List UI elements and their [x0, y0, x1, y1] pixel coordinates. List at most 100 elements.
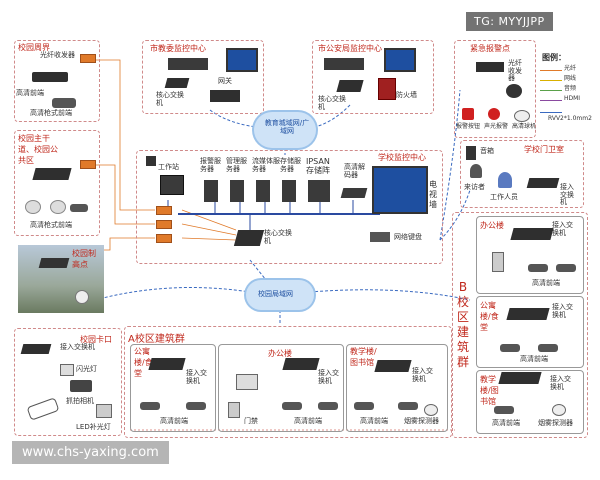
bullet-camera-icon	[70, 204, 88, 212]
emergency-box	[454, 40, 536, 138]
capture-cam-icon	[70, 380, 92, 392]
b-apt-cam-1	[500, 344, 520, 352]
stream-server-icon	[256, 180, 270, 202]
led-icon	[96, 404, 112, 418]
video-wall-icon	[372, 166, 428, 214]
speaker-icon	[146, 156, 156, 166]
alarm-server-icon	[204, 180, 218, 202]
b-teach-switch	[498, 372, 542, 384]
storage-server-label: 存储服务器	[280, 157, 301, 173]
flash-icon	[60, 364, 74, 376]
b-apt-switch	[506, 308, 550, 320]
a-teach-title: 教学楼/图书馆	[350, 347, 377, 367]
a-office-switch	[282, 358, 320, 370]
b-door-icon	[492, 252, 504, 272]
firewall-icon	[378, 78, 396, 100]
legend-line-audio	[540, 90, 562, 91]
b-office-cam-label: 高清前端	[532, 279, 560, 287]
staff-icon	[498, 172, 512, 188]
keyboard-icon	[370, 232, 390, 242]
school-center-box	[136, 150, 443, 264]
gateway-label: 网关	[218, 77, 232, 85]
firewall-label: 防火墙	[396, 91, 417, 99]
high-point-photo	[18, 245, 104, 313]
main-road-box	[14, 130, 100, 236]
flash-label: 闪光灯	[76, 365, 97, 373]
gate-sw-label: 接入交换机	[560, 183, 574, 207]
b-apt-box	[476, 296, 584, 368]
decoder-icon	[340, 188, 368, 198]
edu-servers-icon	[168, 58, 208, 70]
center-fiber-3	[156, 234, 172, 243]
a-apt-title: 公寓楼/食堂	[134, 347, 153, 378]
legend-hdmi: HDMI	[564, 95, 581, 102]
gate-sw-icon	[526, 178, 560, 188]
a-apt-switch	[148, 358, 186, 370]
fiber-box-label: 光纤收发器	[40, 51, 75, 59]
legend-line-rvv	[540, 112, 562, 113]
workstation-label: 工作站	[158, 163, 179, 171]
camera-icon	[52, 98, 76, 108]
a-smoke-icon	[424, 404, 438, 416]
decoder-label: 高清解码器	[344, 163, 365, 179]
b-cam-2	[556, 264, 576, 272]
ipsan-label: IPSAN存储阵	[306, 157, 330, 175]
edu-bureau-box	[142, 40, 264, 114]
a-office-title: 办公楼	[268, 349, 292, 358]
fiber-transceiver-icon	[32, 72, 68, 82]
a-office-box	[218, 344, 344, 432]
led-label: LED补光灯	[76, 423, 111, 431]
em-dome-icon	[514, 110, 530, 122]
school-center-title: 学校监控中心	[378, 153, 426, 162]
legend-net: 网线	[564, 75, 577, 82]
b-smoke-icon	[552, 404, 566, 416]
fiber-box-icon-2	[80, 160, 96, 169]
b-teach-cam-1	[494, 406, 514, 414]
a-office-sw-label: 接入交换机	[318, 369, 339, 385]
legend-line-hdmi	[540, 100, 562, 101]
b-apt-sw-label: 接入交换机	[552, 303, 573, 319]
alarm-server-label: 报警服务器	[200, 157, 221, 173]
stream-server-label: 流媒体服务器	[252, 157, 280, 173]
visitor-label: 来访者	[464, 183, 485, 191]
edu-switch-label: 核心交换机	[156, 91, 184, 107]
b-zone-box	[452, 212, 588, 438]
a-zone-box	[124, 326, 452, 438]
b-apt-cam-label: 高清前端	[520, 355, 548, 363]
school-gate-box	[460, 140, 584, 208]
em-fiber-icon	[476, 62, 504, 72]
b-zone-title: B校区建筑群	[456, 280, 469, 369]
b-office-sw-label: 接入交换机	[552, 221, 573, 237]
core-switch-label: 核心交换机	[264, 229, 292, 245]
center-fiber-2	[156, 220, 172, 229]
a-zone-title: A校区建筑群	[128, 334, 185, 345]
a-office-cam-2	[318, 402, 338, 410]
switch-icon	[32, 168, 72, 180]
legend-title: 图例：	[542, 53, 566, 62]
a-smoke-label: 烟雾探测器	[404, 417, 439, 425]
gate-switch-label: 接入交换机	[60, 343, 95, 351]
b-smoke-label: 烟雾探测器	[538, 419, 573, 427]
alarm-button-icon	[462, 108, 474, 120]
police-monitor-icon	[384, 48, 416, 72]
a-apt-sw-label: 接入交换机	[186, 369, 207, 385]
perimeter-title: 校园周界	[18, 43, 50, 52]
edu-bureau-title: 市教委监控中心	[150, 44, 206, 53]
a-apt-cam-label: 高清前端	[160, 417, 188, 425]
capture-cam-label: 抓拍相机	[66, 397, 94, 405]
a-teach-sw-label: 接入交换机	[412, 367, 433, 383]
video-wall-label: 电视墙	[429, 180, 437, 209]
police-switch-label: 核心交换机	[318, 95, 346, 111]
keyboard-label: 网络键盘	[394, 233, 422, 241]
wan-cloud-icon	[254, 112, 316, 148]
dome-camera-icon-2	[50, 200, 66, 214]
b-apt-title: 公寓楼/食堂	[480, 301, 499, 332]
high-point-switch-icon	[38, 258, 70, 268]
mgmt-server-icon	[230, 180, 244, 202]
legend-audio: 音频	[564, 85, 577, 92]
wan-cloud-label: 教育城域网/广域网	[264, 119, 310, 135]
b-office-switch	[510, 228, 554, 240]
watermark-bottom: www.chs-yaxing.com	[12, 441, 169, 464]
main-road-title: 校园主干道、校园公共区	[18, 134, 58, 165]
